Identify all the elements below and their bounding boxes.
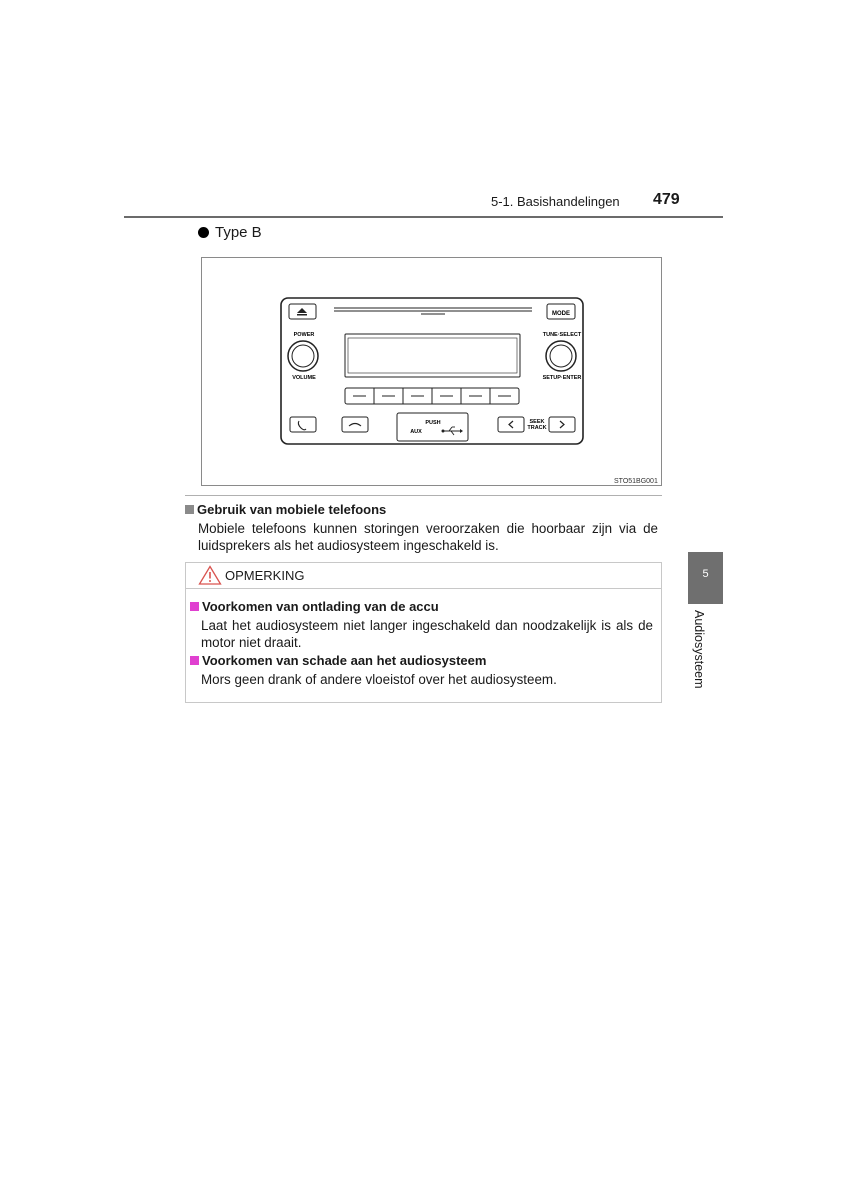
chapter-label-text: Audiosysteem [692, 610, 706, 689]
bullet-dot-icon [198, 227, 209, 238]
figure-code: STO51BG001 [614, 478, 658, 485]
aux-label: AUX [410, 429, 422, 435]
power-label: POWER [294, 332, 315, 338]
preset-buttons[interactable] [344, 387, 520, 405]
square-bullet-icon [185, 505, 194, 514]
cd-slot [334, 307, 532, 315]
section-body-line: Mobiele telefoons kunnen storingen veroo… [198, 521, 658, 536]
chapter-label: Audiosysteem [692, 610, 714, 700]
notice-box [185, 562, 662, 703]
tune-select-knob[interactable]: TUNE·SELECT SETUP·ENTER [543, 332, 582, 381]
notice-item-body: Mors geen drank of andere vloeistof over… [201, 671, 653, 688]
seek-label: SEEK [530, 419, 545, 425]
section-divider [185, 495, 662, 496]
volume-label: VOLUME [292, 375, 316, 381]
track-label: TRACK [527, 425, 546, 431]
tune-select-label: TUNE·SELECT [543, 332, 582, 338]
notice-item-title-text: Voorkomen van schade aan het audiosystee… [202, 653, 487, 668]
notice-header-divider [185, 588, 662, 589]
pink-square-bullet-icon [190, 602, 199, 611]
push-label: PUSH [425, 420, 440, 426]
page-number: 479 [653, 191, 680, 208]
usb-icon [441, 426, 463, 436]
header-divider [124, 216, 723, 218]
type-heading: Type B [198, 224, 262, 241]
mode-button[interactable]: MODE [546, 303, 576, 320]
notice-item-line: Mors geen drank of andere vloeistof over… [201, 672, 557, 687]
notice-item-title: Voorkomen van ontlading van de accu [190, 599, 439, 614]
figure-frame: MODE POWER VOLUME TUNE·SELECT SETUP·ENTE… [201, 257, 662, 486]
section-body-line: luidsprekers als het audiosysteem ingesc… [198, 538, 499, 553]
phone-hangup-button[interactable] [341, 416, 369, 433]
pink-square-bullet-icon [190, 656, 199, 665]
seek-back-button[interactable] [497, 416, 525, 433]
setup-enter-label: SETUP·ENTER [543, 375, 582, 381]
chapter-tab: 5 [688, 552, 723, 604]
section-heading: Gebruik van mobiele telefoons [185, 502, 386, 517]
notice-item-body: Laat het audiosysteem niet langer ingesc… [201, 617, 653, 651]
aux-usb-panel[interactable]: PUSH AUX [396, 412, 469, 442]
section-heading-text: Gebruik van mobiele telefoons [197, 502, 387, 517]
power-volume-knob[interactable]: POWER VOLUME [287, 332, 319, 381]
section-body: Mobiele telefoons kunnen storingen veroo… [198, 520, 658, 554]
seek-forward-button[interactable] [548, 416, 576, 433]
type-heading-label: Type B [215, 224, 262, 241]
header-section-title: 5-1. Basishandelingen [491, 194, 620, 209]
notice-item-title-text: Voorkomen van ontlading van de accu [202, 599, 439, 614]
notice-item-title: Voorkomen van schade aan het audiosystee… [190, 653, 486, 668]
notice-item-line: motor niet draait. [201, 635, 302, 650]
notice-title: OPMERKING [198, 565, 304, 585]
mode-label: MODE [552, 311, 570, 317]
audio-unit-illustration: MODE POWER VOLUME TUNE·SELECT SETUP·ENTE… [280, 297, 584, 445]
warning-triangle-icon [198, 565, 222, 585]
phone-pickup-button[interactable] [289, 416, 317, 433]
notice-item-line: Laat het audiosysteem niet langer ingesc… [201, 618, 653, 633]
notice-title-text: OPMERKING [225, 567, 305, 583]
eject-button[interactable] [288, 303, 317, 320]
